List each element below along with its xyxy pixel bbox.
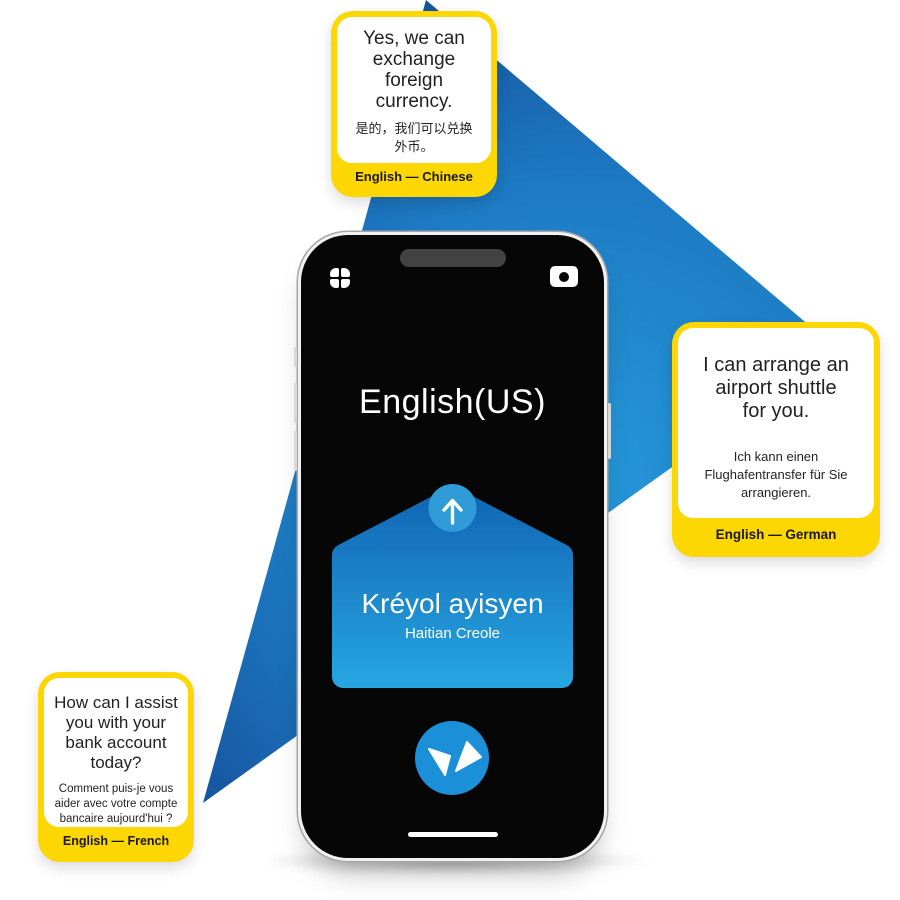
apps-grid-icon[interactable] (330, 268, 350, 288)
language-pair-label: English — German (715, 527, 837, 542)
card-body: Yes, we can exchange foreign currency. 是… (337, 17, 491, 163)
target-language-panel[interactable] (301, 235, 604, 858)
target-language-english-name: Haitian Creole (404, 625, 501, 642)
language-pair-label: English — French (62, 834, 170, 848)
power-button[interactable] (608, 403, 611, 459)
language-pair-label: English — Chinese (355, 169, 473, 184)
card-body: How can I assist you with your bank acco… (44, 678, 188, 827)
grid-cell (330, 268, 339, 277)
swap-v-logo-glyph (428, 741, 482, 776)
grid-cell (330, 279, 339, 288)
volume-up-button[interactable] (294, 383, 297, 423)
card-headline: Yes, we can exchange foreign currency. (363, 28, 465, 112)
dynamic-island (399, 249, 506, 267)
camera-icon[interactable] (550, 266, 578, 287)
translation-card-french: How can I assist you with your bank acco… (38, 672, 194, 862)
arrow-up-icon[interactable] (428, 484, 477, 532)
grid-cell (341, 279, 350, 288)
swap-v-logo-icon[interactable] (415, 721, 489, 795)
grid-cell (341, 268, 350, 277)
card-headline: How can I assist you with your bank acco… (54, 693, 178, 772)
card-body: I can arrange an airport shuttle for you… (678, 328, 874, 518)
volume-down-button[interactable] (294, 431, 297, 471)
card-translation: Comment puis-je vous aider avec votre co… (54, 783, 178, 825)
target-language-name: Kréyol ayisyen (361, 588, 544, 619)
phone: English(US) Kréyol ayisyen Haitian Creol… (294, 232, 611, 861)
translation-card-german: I can arrange an airport shuttle for you… (672, 322, 880, 557)
source-language-label[interactable]: English(US) (359, 383, 546, 421)
home-indicator[interactable] (407, 832, 498, 837)
language-pentagon[interactable] (332, 487, 573, 688)
card-translation: Ich kann einen Flughafentransfer für Sie… (704, 449, 848, 500)
mute-switch[interactable] (294, 347, 297, 367)
translation-card-chinese: Yes, we can exchange foreign currency. 是… (331, 11, 497, 197)
card-translation: 是的，我们可以兑换 外币。 (355, 121, 473, 154)
card-headline: I can arrange an airport shuttle for you… (703, 354, 849, 422)
